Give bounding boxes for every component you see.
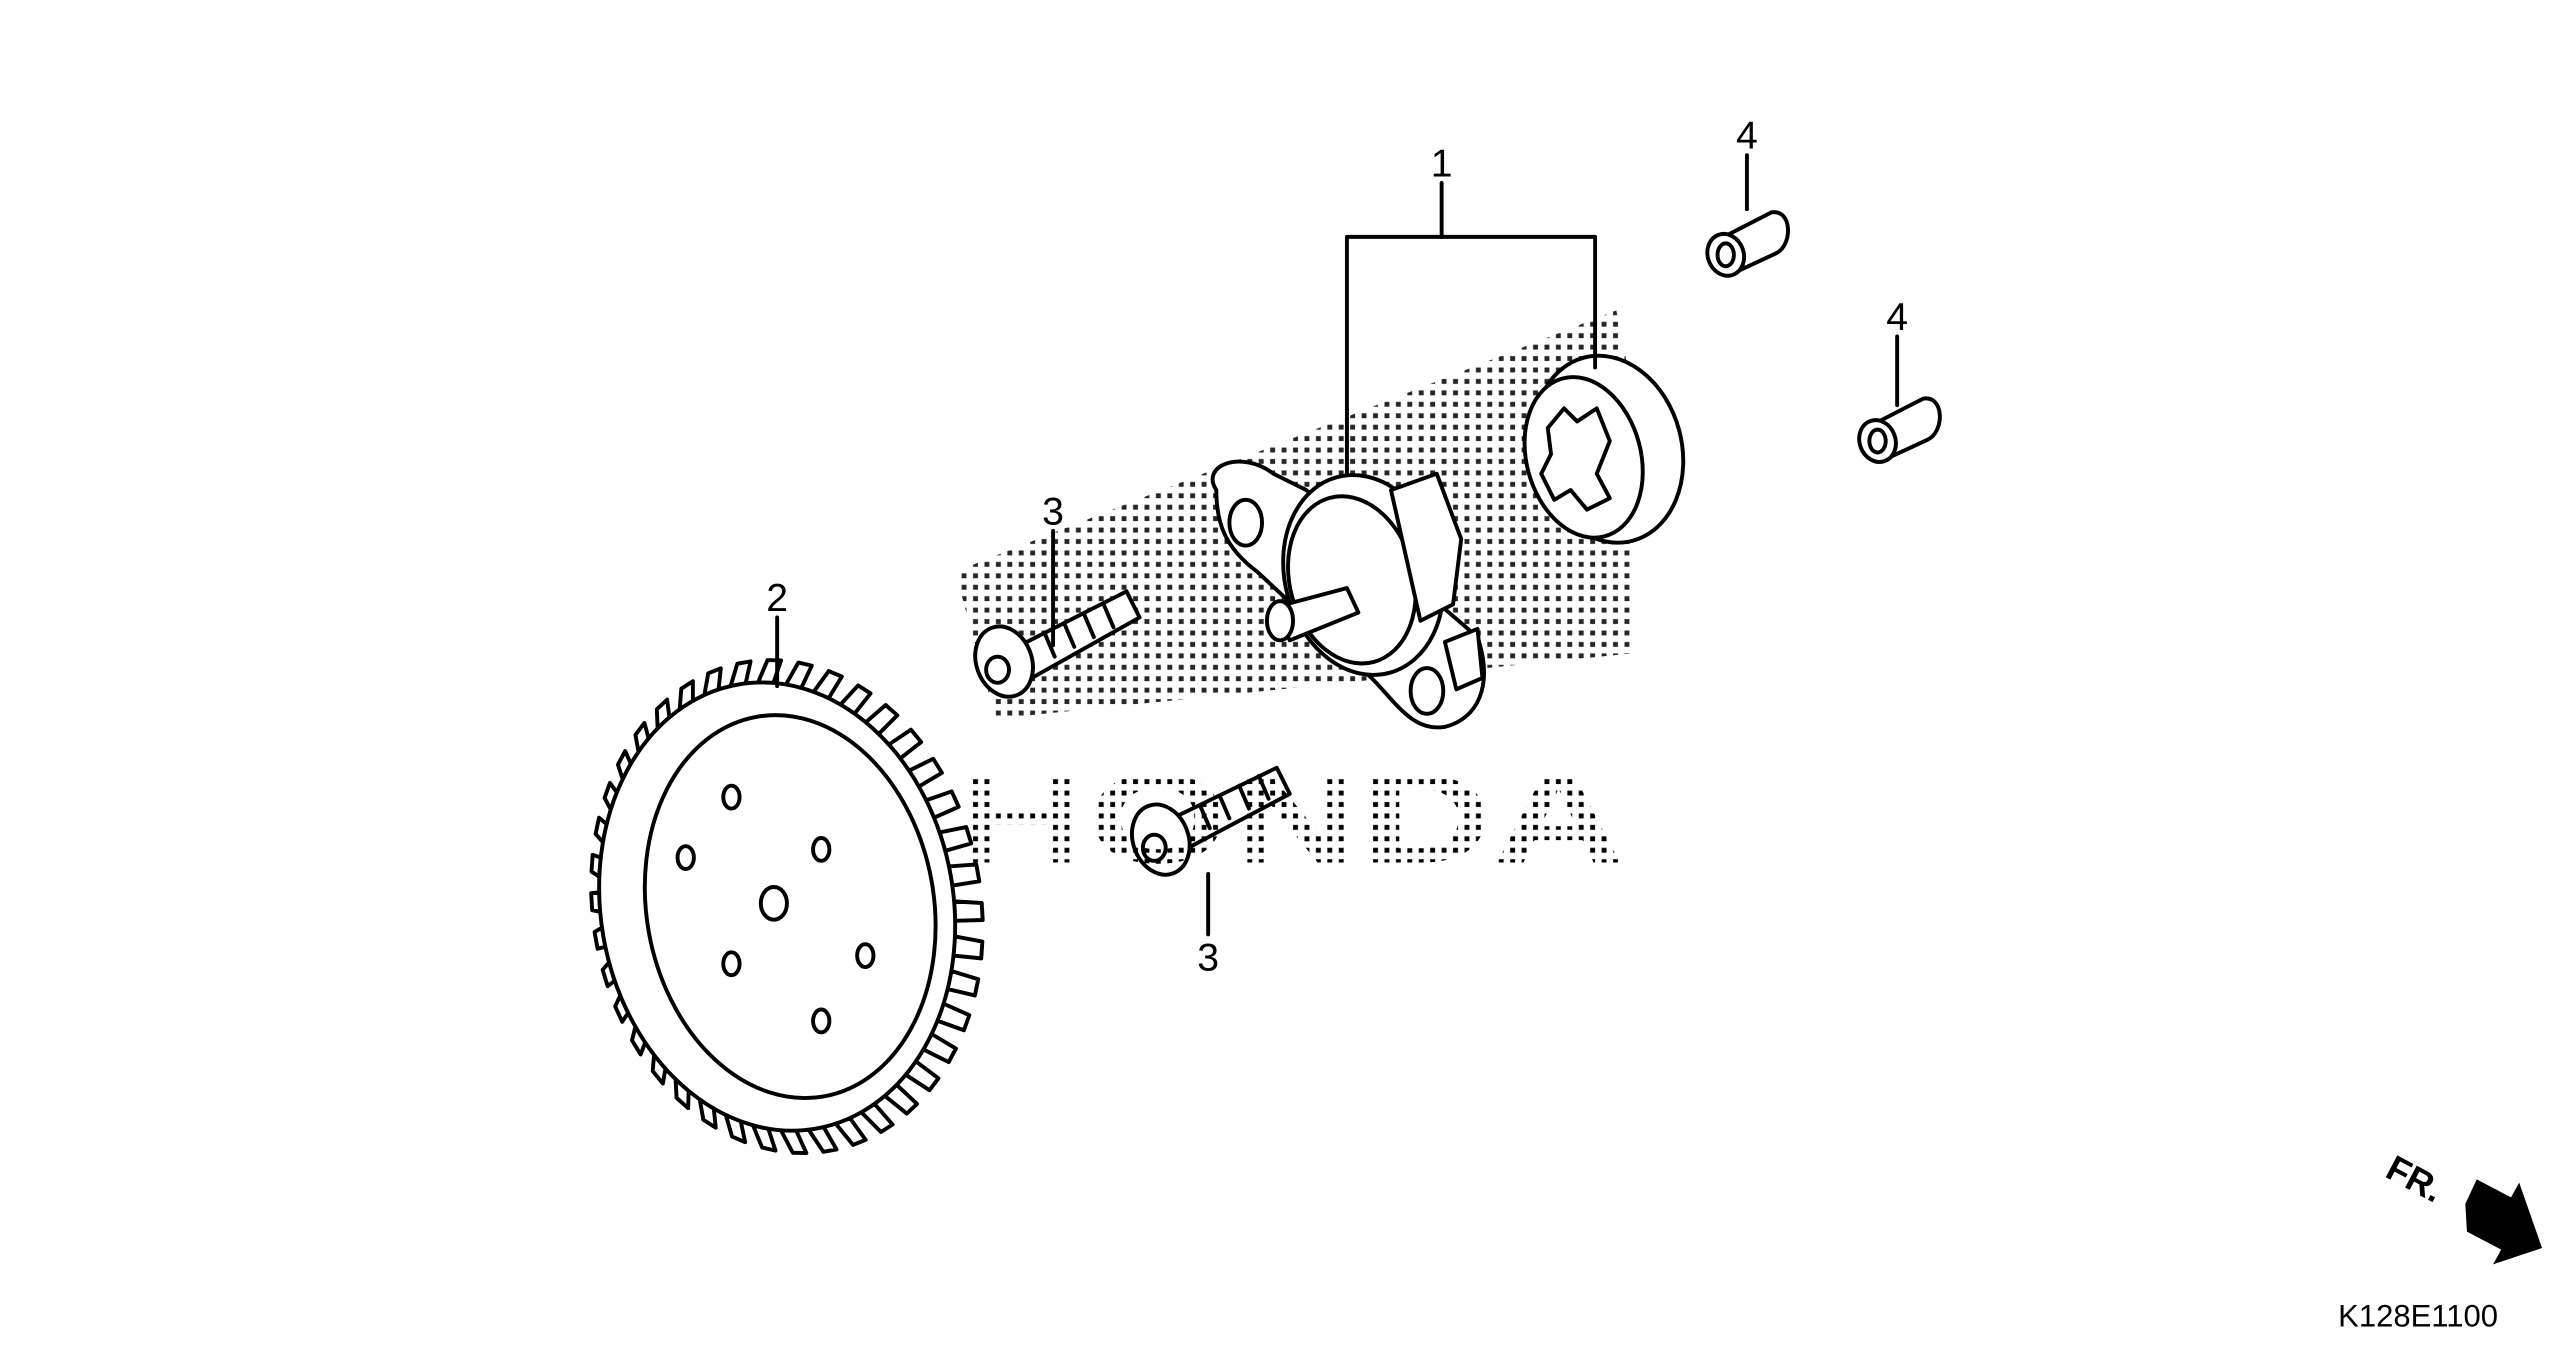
leader-lines [775, 153, 1900, 937]
front-direction-indicator: FR. [2380, 1147, 2543, 1265]
flange-bolt-upper [973, 589, 1142, 699]
callout-3-lower: 3 [1197, 936, 1219, 979]
dowel-pin-lower [1857, 396, 1942, 464]
callout-1: 1 [1431, 142, 1453, 185]
callout-4-lower: 4 [1886, 296, 1908, 339]
callout-2: 2 [766, 577, 788, 620]
dowel-pin-upper [1705, 210, 1790, 278]
oil-pump-body [1210, 459, 1486, 730]
driven-gear [589, 658, 985, 1156]
gear-holes [675, 783, 876, 1035]
oil-pump-rotor [1522, 353, 1686, 545]
fr-label: FR. [2380, 1147, 2450, 1210]
gear-tooth [589, 658, 985, 1156]
gear-center-hole [758, 885, 789, 922]
gear-teeth [589, 658, 985, 1156]
callout-4-upper: 4 [1736, 115, 1758, 158]
arrow-icon [2465, 1179, 2543, 1265]
flange-bolt-lower [1130, 765, 1292, 877]
callout-3-upper: 3 [1042, 490, 1064, 533]
honda-watermark: HONDA [955, 747, 1624, 889]
diagram-code: K128E1100 [2338, 1298, 2498, 1333]
